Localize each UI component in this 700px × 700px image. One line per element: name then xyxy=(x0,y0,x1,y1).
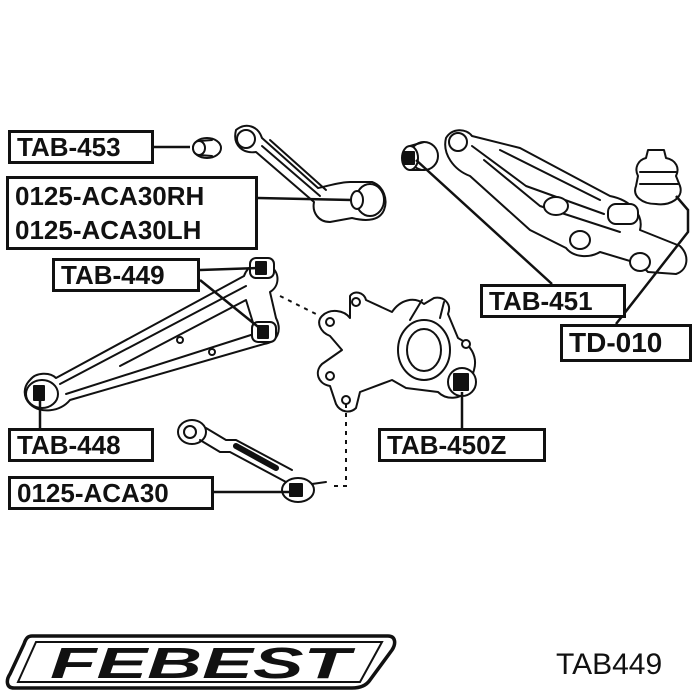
part-number: TAB449 xyxy=(556,648,663,681)
shock-mount xyxy=(607,149,682,225)
label-0125-aca30rh: 0125-ACA30RH xyxy=(15,181,205,211)
label-tab-449: TAB-449 xyxy=(52,258,200,292)
label-tab-448: TAB-448 xyxy=(8,428,154,462)
trailing-arm xyxy=(444,129,688,275)
dash-link-knuckle xyxy=(330,404,347,487)
label-tab-450z: TAB-450Z xyxy=(378,428,546,462)
label-0125-aca30: 0125-ACA30 xyxy=(8,476,214,510)
label-tab-453: TAB-453 xyxy=(8,130,154,164)
bushing-tab451 xyxy=(401,141,439,171)
leader-tab449-upper xyxy=(199,266,259,272)
toe-link xyxy=(177,419,327,503)
upper-control-arm xyxy=(234,124,387,223)
steering-knuckle xyxy=(316,291,477,413)
leader-tab449-lower xyxy=(199,279,263,331)
label-tab-451: TAB-451 xyxy=(480,284,626,318)
brand-name: FEBEST xyxy=(50,639,355,688)
label-td-010: TD-010 xyxy=(560,324,692,362)
label-0125-aca30lh: 0125-ACA30LH xyxy=(15,215,202,245)
dash-arm-knuckle xyxy=(279,295,321,317)
label-0125-aca30-rh-lh: 0125-ACA30RH 0125-ACA30LH xyxy=(6,176,258,250)
leader-tab451 xyxy=(415,159,553,285)
leader-aca30rh xyxy=(257,196,353,202)
lower-arm xyxy=(23,257,280,412)
febest-logo: FEBEST xyxy=(5,634,397,690)
leader-td010 xyxy=(615,195,690,325)
bushing-tab453 xyxy=(192,137,222,159)
